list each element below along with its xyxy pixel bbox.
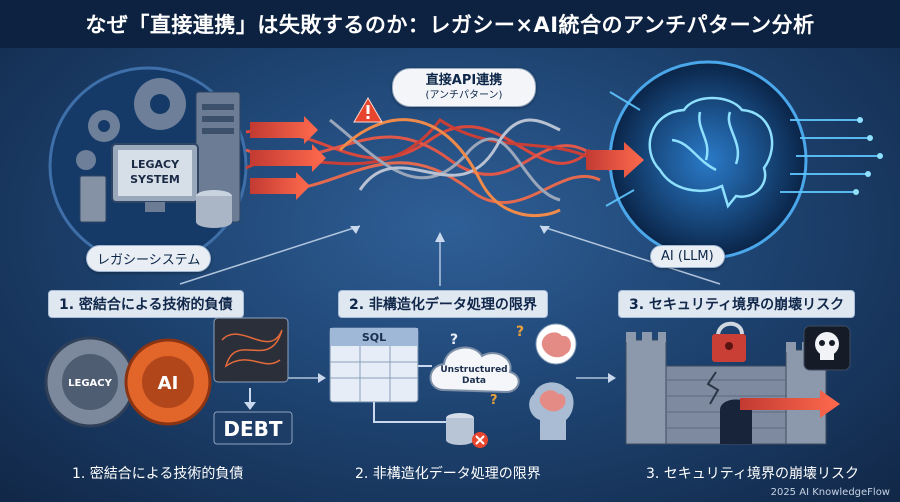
section-1-illustration: LEGACY AI DEBT (44, 317, 293, 445)
section-2-heading: 2. 非構造化データ処理の限界 (338, 290, 548, 318)
database-icon (196, 190, 232, 228)
warning-icon (353, 97, 383, 123)
ai-gear-icon: AI (124, 338, 212, 426)
title-bar: なぜ「直接連携」は失敗するのか：レガシー×AI統合のアンチパターン分析 (0, 0, 900, 48)
legacy-system-label: レガシーシステム (86, 245, 212, 272)
cloud-icon: Unstructured Data (429, 346, 520, 394)
svg-text:?: ? (490, 393, 498, 408)
section-3-heading: 3. セキュリティ境界の崩壊リスク (618, 290, 856, 318)
legacy-screen-text-2: SYSTEM (130, 173, 180, 186)
credit-text: 2025 AI KnowledgeFlow (770, 487, 890, 498)
section-2-caption: 2. 非構造化データ処理の限界 (355, 466, 541, 482)
gear-icon (76, 78, 186, 170)
legacy-screen-text-1: LEGACY (131, 158, 180, 171)
debt-box (213, 411, 293, 445)
ai-llm-label: AI (LLM) (650, 245, 725, 268)
section-2-illustration: SQL Unstructured Data ? ? ? (329, 323, 577, 448)
head-brain-icon (529, 382, 574, 440)
svg-text:?: ? (516, 324, 524, 340)
arrow-icon (250, 116, 644, 200)
direct-api-callout: 直接API連携 (アンチパターン) (392, 68, 536, 107)
breach-arrow-icon (740, 390, 840, 418)
gear-right-text: AI (158, 373, 179, 394)
database-error-icon (446, 413, 488, 448)
legacy-gear-icon: LEGACY (44, 336, 136, 428)
callout-subtitle: (アンチパターン) (425, 90, 503, 101)
page-title: なぜ「直接連携」は失敗するのか：レガシー×AI統合のアンチパターン分析 (85, 13, 815, 37)
cloud-text-1: Unstructured (440, 365, 507, 375)
section-1-heading: 1. 密結合による技術的負債 (48, 290, 244, 318)
brain-icon (648, 96, 774, 209)
brain-small-icon (535, 323, 577, 365)
gear-left-text: LEGACY (68, 378, 112, 389)
section-1-caption: 1. 密結合による技術的負債 (72, 466, 244, 482)
cloud-text-2: Data (462, 376, 486, 386)
section-3-caption: 3. セキュリティ境界の崩壊リスク (646, 466, 859, 482)
legacy-system-illustration: LEGACY SYSTEM (48, 66, 248, 266)
svg-text:?: ? (450, 332, 458, 348)
section-3-illustration (625, 321, 851, 445)
broken-lock-icon (712, 321, 746, 362)
skull-icon (803, 325, 851, 371)
callout-title: 直接API連携 (425, 73, 503, 88)
ai-brain-illustration (605, 60, 883, 260)
sql-text: SQL (362, 331, 386, 344)
debt-text: DEBT (223, 417, 283, 441)
